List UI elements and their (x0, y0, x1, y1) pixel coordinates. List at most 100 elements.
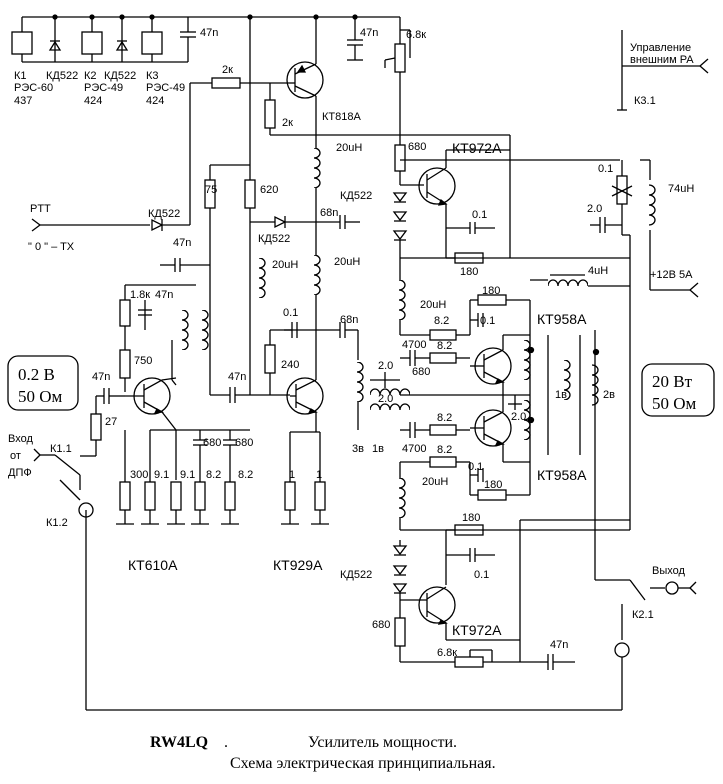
winding-3v-label: 3в (352, 443, 364, 455)
res-180-pp-b-label: 180 (484, 479, 502, 491)
relay-diode-2-label: КД522 (104, 70, 136, 82)
res-300-label: 300 (130, 469, 148, 481)
relay-diode-1-label: КД522 (46, 70, 78, 82)
title-dot: . (224, 734, 228, 751)
ind-74uh-label: 74uH (668, 183, 694, 195)
cap-01-bottom-label: 0.1 (474, 569, 489, 581)
kt972a-top-label: КТ972А (452, 140, 502, 156)
kt958a-bottom-label: КТ958А (537, 467, 587, 483)
input-label-line2: от (10, 450, 21, 462)
ind-20uh-b-label: 20uH (334, 256, 360, 268)
transistor-kt972a-top (392, 144, 630, 264)
title-line1: Усилитель мощности. (308, 734, 457, 751)
res-1-b-label: 1 (316, 469, 322, 481)
cap-680-a-label: 680 (203, 437, 221, 449)
kt610a-label: КТ610А (128, 557, 178, 573)
res-180-pp-a-label: 180 (482, 285, 500, 297)
res-82-pp-c-label: 8.2 (437, 412, 452, 424)
cap-01-kt929-label: 0.1 (283, 307, 298, 319)
cap-47n-int-label: 47n (228, 371, 246, 383)
winding-2v-label: 2в (603, 389, 615, 401)
ptt-circuit (31, 77, 290, 232)
relay-k1-code: 437 (14, 95, 32, 107)
ptt-label: PTT (30, 203, 51, 215)
kd522-stack-bottom-label: КД522 (340, 569, 372, 581)
output-level-line1: 20 Вт (652, 372, 693, 391)
transistor-kt929a (264, 322, 364, 525)
res-750-label: 750 (134, 355, 152, 367)
relay-k2-type: РЭС-49 (84, 82, 123, 94)
control-label-line2: внешним PA (630, 54, 694, 66)
cap-4700-b-label: 4700 (402, 443, 426, 455)
cap-4700-a-label: 4700 (402, 339, 426, 351)
input-level-box (7, 355, 79, 411)
cap-20-supply-label: 2.0 (587, 203, 602, 215)
io-contacts (33, 448, 697, 711)
relay-k2-code: 424 (84, 95, 102, 107)
cap-47n-kt610-label: 47n (173, 237, 191, 249)
cap-47n-bottom-label: 47n (550, 639, 568, 651)
res-240-label: 240 (281, 359, 299, 371)
res-680-top-label: 680 (408, 141, 426, 153)
input-label-line3: ДПФ (8, 467, 32, 479)
push-pull-stage (370, 258, 630, 581)
cap-01-pp-a-label: 0.1 (480, 315, 495, 327)
winding-1v-a-label: 1в (372, 443, 384, 455)
input-level-line1: 0.2 В (18, 365, 55, 384)
res-2k-b-label: 2к (282, 117, 293, 129)
res-82-pp-d-label: 8.2 (437, 444, 452, 456)
relay-k3-type: РЭС-49 (146, 82, 185, 94)
relay-k2-name: К2 (84, 70, 97, 82)
res-82-pp-b-label: 8.2 (437, 340, 452, 352)
input-label-line1: Вход (8, 433, 33, 445)
kt818a-label: КТ818А (322, 111, 361, 123)
res-180-top-label: 180 (460, 266, 478, 278)
res-91-a-label: 9.1 (154, 469, 169, 481)
ind-20uh-pp-top-label: 20uH (420, 299, 446, 311)
kt610-stage (90, 164, 290, 525)
cap-relay-label: 47n (200, 27, 218, 39)
top-cap-pot (347, 17, 411, 145)
ind-4uh-label: 4uH (588, 265, 608, 277)
res-620-label: 620 (260, 184, 278, 196)
cap-20-pp-c-label: 2.0 (511, 411, 526, 423)
pot-68k-bottom-label: 6.8к (437, 647, 457, 659)
cap-20-pp-b-label: 2.0 (378, 393, 393, 405)
kd522-stack-top-label: КД522 (340, 190, 372, 202)
relay-k1-type: РЭС-60 (14, 82, 53, 94)
control-contact (617, 30, 709, 111)
res-27-label: 27 (105, 416, 117, 428)
title-author: RW4LQ (150, 734, 208, 751)
cap-680-pp-label: 680 (412, 366, 430, 378)
cap-47n-top-label: 47n (360, 27, 378, 39)
supply-label: +12В 5А (650, 269, 693, 281)
ptt-diode-label: КД522 (148, 208, 180, 220)
ind-20uh-a-label: 20uH (336, 142, 362, 154)
res-180-bottom-label: 180 (462, 512, 480, 524)
transistor-kt818a (286, 17, 324, 140)
res-680-bottom-label: 680 (372, 619, 390, 631)
cap-01-top-label: 0.1 (472, 209, 487, 221)
ptt-note: " 0 " – TX (28, 241, 75, 253)
input-contact-k11-label: К1.1 (50, 443, 72, 455)
res-82-a-label: 8.2 (206, 469, 221, 481)
output-level-line2: 50 Ом (652, 394, 697, 413)
res-01-label: 0.1 (598, 163, 613, 175)
relay-bank (11, 14, 400, 63)
cap-68n-kt929-label: 68n (340, 314, 358, 326)
supply-filter (400, 135, 699, 530)
title-line2: Схема электрическая принципиальная. (230, 755, 496, 772)
cap-68n-mid-label: 68n (320, 207, 338, 219)
kt958a-top-label: КТ958А (537, 311, 587, 327)
kd522-mid-label: КД522 (258, 233, 290, 245)
relay-k1-name: К1 (14, 70, 27, 82)
ind-20uh-pp-bottom-label: 20uH (422, 476, 448, 488)
relay-k3-name: К3 (146, 70, 159, 82)
transistor-kt972a-bottom (392, 519, 630, 670)
res-18k-label: 1.8к (130, 289, 150, 301)
ind-20uh-c-label: 20uH (272, 259, 298, 271)
control-label-line1: Управление (630, 42, 691, 54)
cap-20-pp-a-label: 2.0 (378, 360, 393, 372)
res-75-label: 75 (205, 184, 217, 196)
